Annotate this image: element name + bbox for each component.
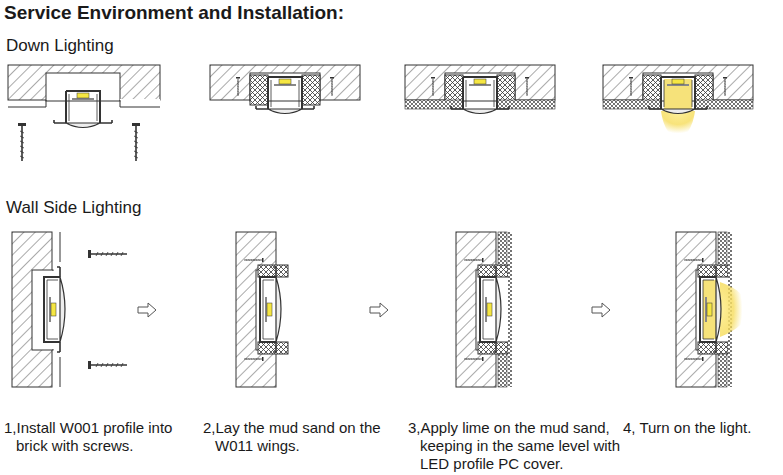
step-caption: 4, Turn on the light. — [623, 419, 780, 437]
step-caption: 3,Apply lime on the mud sand, keeping in… — [408, 419, 645, 473]
section-heading: Down Lighting — [6, 36, 114, 56]
section-heading: Wall Side Lighting — [6, 198, 141, 218]
step-caption: 1,Install W001 profile into brick with s… — [4, 419, 206, 455]
step-caption: 2,Lay the mud sand on the W011 wings. — [203, 419, 395, 455]
diagram-title: Service Environment and Installation: — [4, 2, 344, 24]
